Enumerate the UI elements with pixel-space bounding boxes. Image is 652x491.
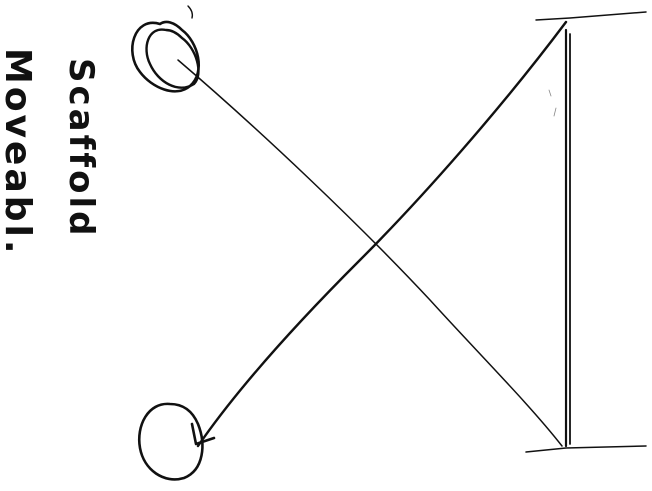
annotation-moveable: Moveabl. bbox=[0, 48, 38, 257]
vertical-bracket bbox=[525, 11, 647, 453]
annotation: Scaffold Moveabl. bbox=[0, 48, 101, 257]
arrowhead-icon bbox=[190, 422, 216, 446]
circle-bottom-left bbox=[137, 402, 204, 481]
circle-top-left bbox=[131, 5, 200, 93]
diagonal-arrow-line bbox=[196, 20, 568, 448]
annotation-scaffold: Scaffold bbox=[61, 58, 101, 239]
diagonal-line-top-left-to-bottom-right bbox=[177, 59, 563, 447]
